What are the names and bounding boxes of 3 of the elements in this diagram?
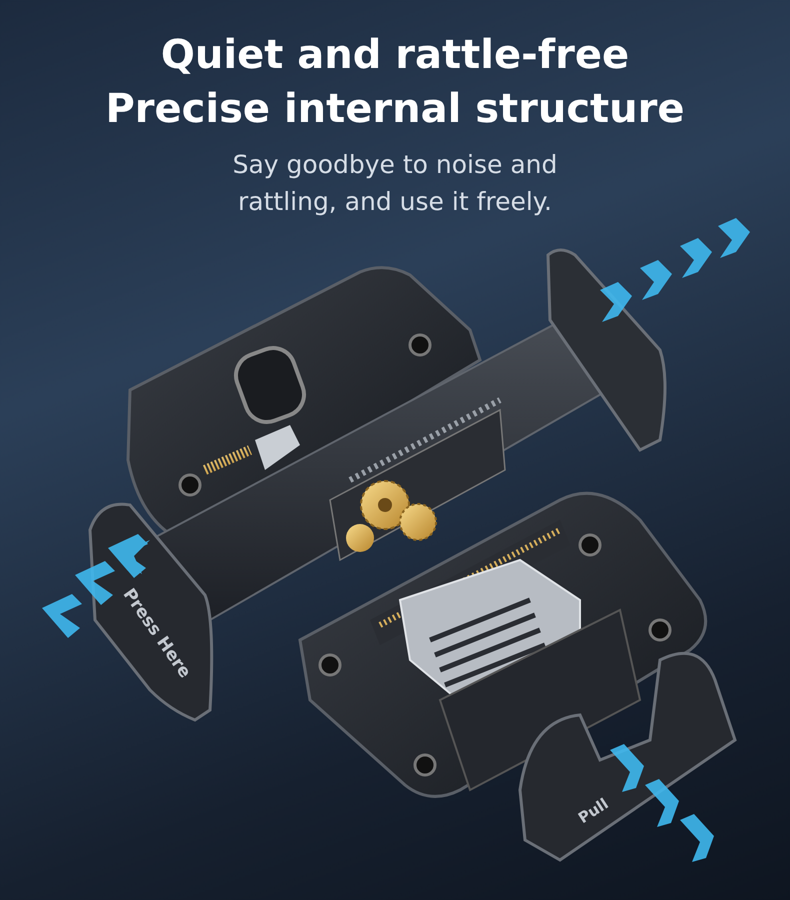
title: Quiet and rattle-free Precise internal structure	[104, 31, 686, 134]
embossed-text: Pull	[575, 794, 612, 828]
subtitle: Say goodbye to noise and rattling, and use it freely.	[232, 149, 558, 218]
